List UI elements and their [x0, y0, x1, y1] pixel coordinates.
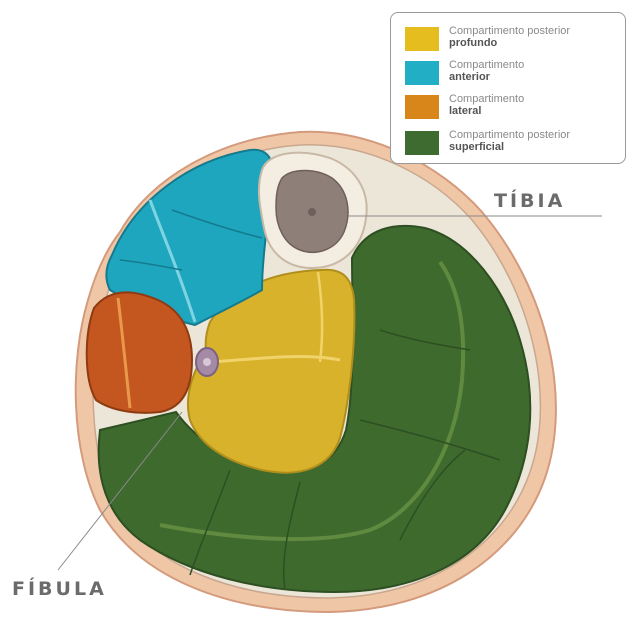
- legend: Compartimento posterior profundo Compart…: [390, 12, 626, 164]
- legend-label-anterior: Compartimento anterior: [449, 59, 624, 83]
- legend-swatch-deep-posterior: [405, 27, 439, 51]
- legend-label-deep-posterior: Compartimento posterior profundo: [449, 25, 624, 49]
- tibia-center: [308, 208, 316, 216]
- legend-item-lateral: Compartimento lateral: [405, 93, 619, 121]
- fibula-label: FÍBULA: [12, 578, 107, 600]
- legend-label-superficial-posterior: Compartimento posterior superficial: [449, 129, 624, 153]
- legend-label-line1: Compartimento posterior: [449, 25, 570, 37]
- legend-label-line2: profundo: [449, 37, 624, 49]
- legend-swatch-lateral: [405, 95, 439, 119]
- legend-label-lateral: Compartimento lateral: [449, 93, 624, 117]
- legend-swatch-superficial-posterior: [405, 131, 439, 155]
- legend-item-anterior: Compartimento anterior: [405, 59, 619, 87]
- legend-label-line1: Compartimento posterior: [449, 129, 570, 141]
- legend-item-superficial-posterior: Compartimento posterior superficial: [405, 129, 619, 157]
- fibula-marrow: [203, 358, 211, 366]
- tibia-label: TÍBIA: [494, 190, 565, 212]
- legend-swatch-anterior: [405, 61, 439, 85]
- legend-label-line2: lateral: [449, 105, 624, 117]
- legend-label-line1: Compartimento: [449, 59, 524, 71]
- legend-label-line2: superficial: [449, 141, 624, 153]
- legend-item-deep-posterior: Compartimento posterior profundo: [405, 25, 619, 53]
- legend-label-line1: Compartimento: [449, 93, 524, 105]
- legend-label-line2: anterior: [449, 71, 624, 83]
